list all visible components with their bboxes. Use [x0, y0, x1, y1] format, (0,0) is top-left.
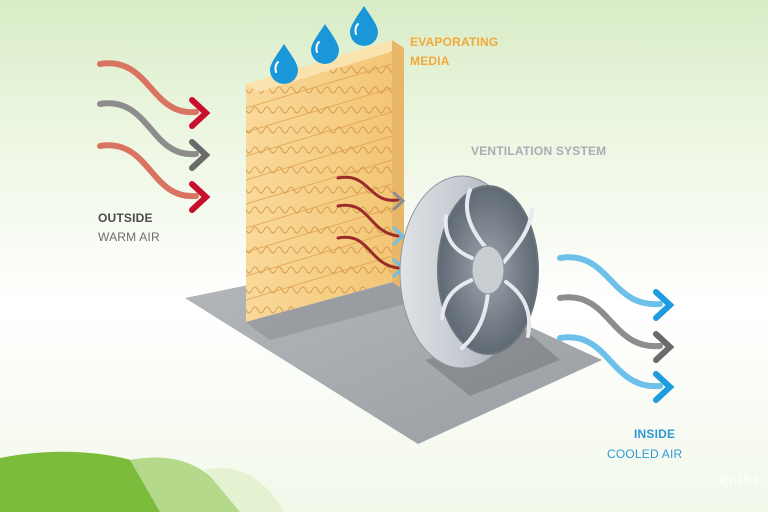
fan-shadow: [425, 330, 560, 396]
water-drops: [270, 6, 378, 84]
inside-airflow-arrows: [557, 254, 675, 403]
ventilation-system-label: VENTILATION SYSTEM: [471, 144, 607, 158]
water-drop-icon: [311, 24, 339, 64]
middle-airflow-arrows: [336, 175, 406, 278]
evaporating-media-pad: [245, 40, 404, 322]
inside-label: INSIDE: [634, 427, 676, 441]
outside-airflow-arrows: [97, 60, 211, 213]
green-swoosh-decoration: [0, 451, 285, 512]
airflow-arrow-icon: [97, 142, 199, 200]
water-drop-icon: [270, 44, 298, 84]
outside-label: OUTSIDE: [98, 211, 153, 225]
pad-shadow: [245, 282, 420, 340]
airflow-arrow-icon: [557, 294, 663, 350]
ventilation-fan: [399, 175, 539, 369]
airflow-arrow-icon: [557, 254, 663, 308]
airflow-arrow-icon: [97, 100, 199, 158]
fan-icon: [440, 188, 534, 350]
warm-air-label: WARM AIR: [98, 230, 160, 244]
airflow-arrow-icon: [557, 334, 663, 390]
airflow-arrow-icon: [336, 235, 400, 270]
cooled-air-label: COOLED AIR: [607, 447, 683, 461]
watermark-text: “คุณธร: [713, 471, 761, 488]
water-drop-icon: [350, 6, 378, 46]
airflow-arrow-icon: [97, 60, 199, 116]
airflow-arrow-icon: [336, 175, 400, 202]
airflow-arrow-icon: [336, 203, 400, 238]
evaporating-media-label: EVAPORATING MEDIA: [410, 35, 499, 68]
